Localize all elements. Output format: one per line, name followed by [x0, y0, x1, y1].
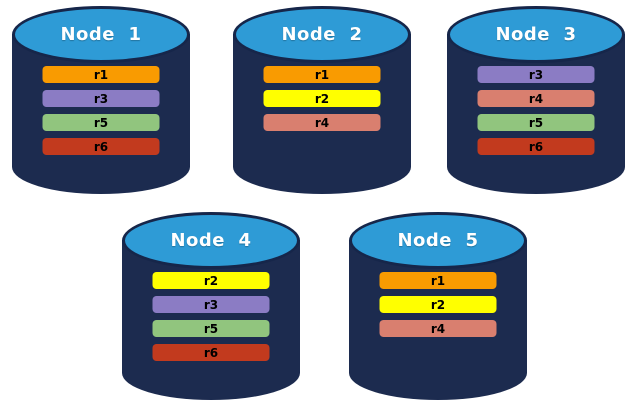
cylinder-top: Node 5: [349, 212, 527, 269]
replica-bar: r5: [477, 114, 595, 131]
node-3-cylinder: Node 3 r3 r4 r5 r6: [447, 6, 625, 194]
node-5-cylinder: Node 5 r1 r2 r4: [349, 212, 527, 400]
cylinder-top: Node 3: [447, 6, 625, 63]
replica-bar: r4: [379, 320, 497, 337]
replica-bar: r1: [263, 66, 381, 83]
node-4-cylinder: Node 4 r2 r3 r5 r6: [122, 212, 300, 400]
node-title: Node 3: [495, 24, 577, 45]
node-title: Node 1: [60, 24, 142, 45]
node-1-cylinder: Node 1 r1 r3 r5 r6: [12, 6, 190, 194]
replica-bar: r1: [379, 272, 497, 289]
replica-bar: r2: [263, 90, 381, 107]
replica-list: r1 r2 r4: [263, 66, 381, 138]
replica-list: r3 r4 r5 r6: [477, 66, 595, 162]
replica-bar: r6: [42, 138, 160, 155]
cylinder-top: Node 2: [233, 6, 411, 63]
replica-bar: r6: [477, 138, 595, 155]
replica-bar: r3: [42, 90, 160, 107]
replica-bar: r3: [152, 296, 270, 313]
replica-list: r2 r3 r5 r6: [152, 272, 270, 368]
cylinder-top: Node 4: [122, 212, 300, 269]
replica-bar: r4: [263, 114, 381, 131]
replica-bar: r5: [42, 114, 160, 131]
replica-bar: r4: [477, 90, 595, 107]
node-title: Node 5: [397, 230, 479, 251]
node-title: Node 2: [281, 24, 363, 45]
replica-bar: r5: [152, 320, 270, 337]
replica-bar: r1: [42, 66, 160, 83]
replica-list: r1 r2 r4: [379, 272, 497, 344]
node-title: Node 4: [170, 230, 252, 251]
replica-list: r1 r3 r5 r6: [42, 66, 160, 162]
replica-bar: r3: [477, 66, 595, 83]
replica-bar: r2: [152, 272, 270, 289]
replica-bar: r6: [152, 344, 270, 361]
replica-bar: r2: [379, 296, 497, 313]
node-2-cylinder: Node 2 r1 r2 r4: [233, 6, 411, 194]
cylinder-top: Node 1: [12, 6, 190, 63]
